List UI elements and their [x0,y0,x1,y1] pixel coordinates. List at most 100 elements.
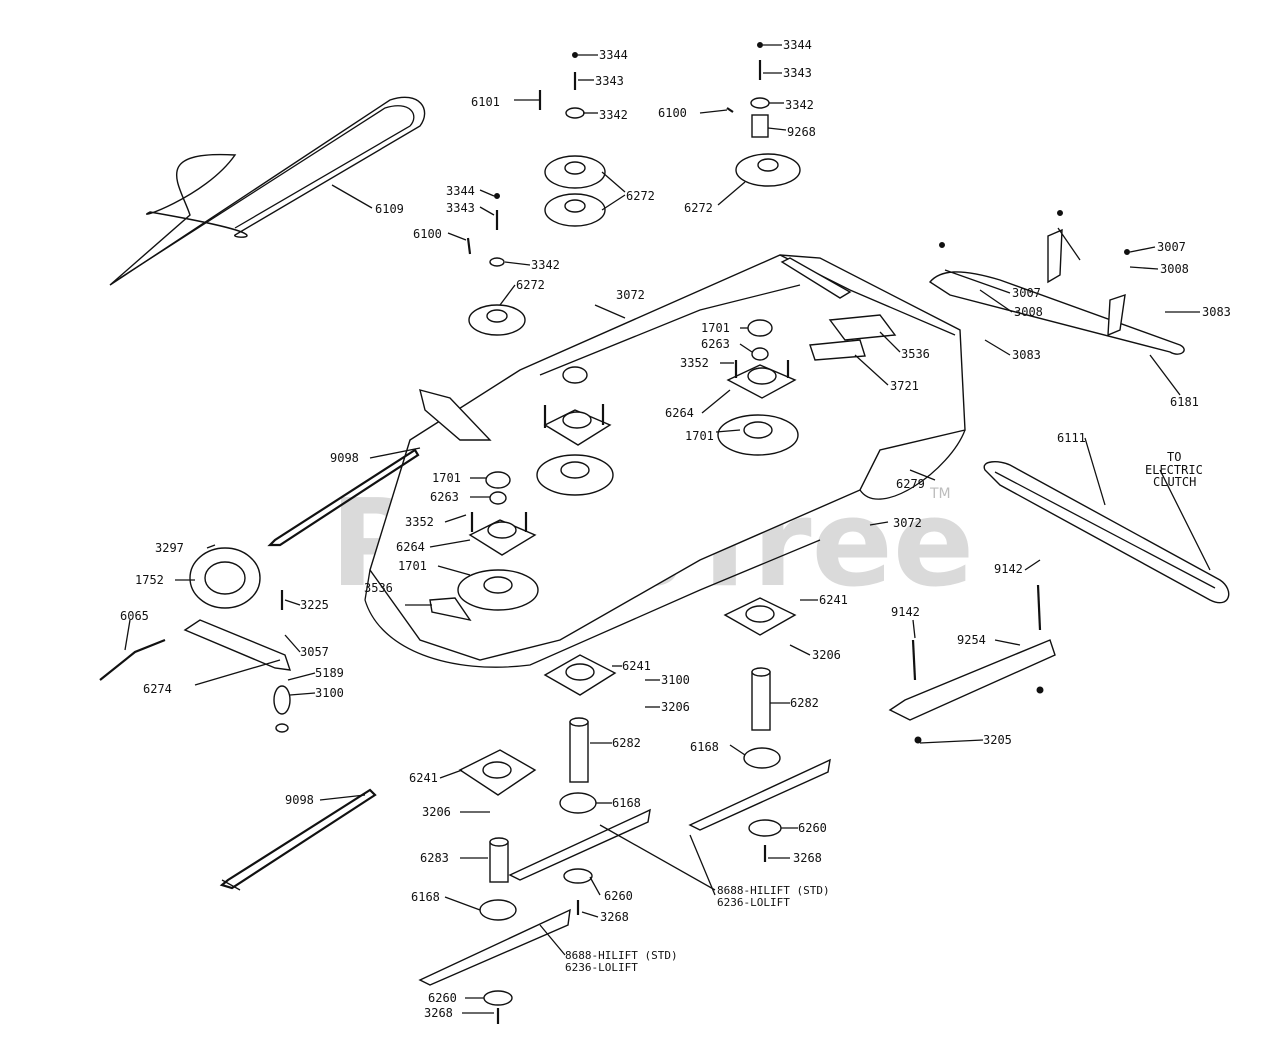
idler-arm-assembly [99,547,292,733]
label-6260-c: 6260 [428,991,457,1005]
label-6272-a: 6272 [626,189,655,203]
label-6100-a: 6100 [658,106,687,120]
label-3007-b: 3007 [1012,286,1041,300]
deck-housing [364,254,966,668]
label-3344-a: 3344 [599,48,628,62]
label-3344-b: 3344 [783,38,812,52]
label-3072-a: 3072 [616,288,645,302]
label-6065: 6065 [120,609,149,623]
label-6272-c: 6272 [516,278,545,292]
baffle-6181 [928,210,1185,355]
label-6279: 6279 [896,477,925,491]
label-6168-c: 6168 [411,890,440,904]
label-3343-c: 3343 [446,201,475,215]
label-3100-a: 3100 [315,686,344,700]
label-6241-c: 6241 [409,771,438,785]
label-blade-note-1a: 8688-HILIFT (STD) [717,884,830,897]
label-1701-d: 1701 [398,559,427,573]
label-6264-a: 6264 [665,406,694,420]
label-6264-b: 6264 [396,540,425,554]
label-3057: 3057 [300,645,329,659]
label-3268-b: 3268 [600,910,629,924]
label-9098-a: 9098 [330,451,359,465]
label-3007-a: 3007 [1157,240,1186,254]
label-3206-b: 3206 [661,700,690,714]
pulleys-6272 [468,153,801,336]
lift-rods-9098 [219,448,420,891]
label-to-clutch-line2: ELECTRIC [1145,463,1203,477]
label-6263-b: 6263 [430,490,459,504]
spindle-mounts [457,414,799,611]
label-9268: 9268 [787,125,816,139]
label-3536-a: 3536 [901,347,930,361]
label-3536-b: 3536 [364,581,393,595]
label-3008-a: 3008 [1160,262,1189,276]
label-3342-b: 3342 [785,98,814,112]
label-3268-a: 3268 [793,851,822,865]
label-6168-a: 6168 [612,796,641,810]
label-6274: 6274 [143,682,172,696]
spindle-housings [458,597,797,796]
label-to-clutch-line1: TO [1167,450,1181,464]
washers-1701-6263 [485,319,773,505]
decal-arrow-top [828,314,897,341]
label-6260-b: 6260 [604,889,633,903]
label-1752: 1752 [135,573,164,587]
label-6282-a: 6282 [790,696,819,710]
belt-6109 [109,96,426,286]
blade-adapters-6168 [479,747,781,921]
blade-washers-and-bolts [483,819,782,1024]
label-1701-c: 1701 [432,471,461,485]
decal-3721 [809,339,866,361]
label-5189: 5189 [315,666,344,680]
leader-lines [124,44,1211,1014]
label-6272-b: 6272 [684,201,713,215]
label-3343-b: 3343 [783,66,812,80]
blades [418,758,831,986]
label-6263-a: 6263 [701,337,730,351]
label-blade-note-1b: 6236-LOLIFT [717,896,790,909]
label-6111: 6111 [1057,431,1086,445]
bolts-3352 [470,360,790,532]
label-3206-c: 3206 [422,805,451,819]
label-6241-a: 6241 [819,593,848,607]
label-3083-a: 3083 [1202,305,1231,319]
label-3205: 3205 [983,733,1012,747]
part-labels: 3344 3343 6101 3342 3344 3343 6100 3342 … [120,38,1231,1020]
bearing-housings [468,364,797,556]
label-3352-b: 3352 [405,515,434,529]
label-3721: 3721 [890,379,919,393]
label-blade-note-2a: 8688-HILIFT (STD) [565,949,678,962]
belt-6111 [983,461,1230,604]
label-6241-b: 6241 [622,659,651,673]
label-3072-b: 3072 [893,516,922,530]
label-3100-b: 3100 [661,673,690,687]
label-9142-b: 9142 [891,605,920,619]
label-6282-b: 6282 [612,736,641,750]
watermark-tm: TM [929,486,951,502]
label-3008-b: 3008 [1014,305,1043,319]
label-3342-a: 3342 [599,108,628,122]
label-1701-a: 1701 [701,321,730,335]
label-6101: 6101 [471,95,500,109]
label-9142-a: 9142 [994,562,1023,576]
label-3343-a: 3343 [595,74,624,88]
label-6168-b: 6168 [690,740,719,754]
label-3206-a: 3206 [812,648,841,662]
decal-arrow-left [429,597,472,622]
label-6181: 6181 [1170,395,1199,409]
label-3352-a: 3352 [680,356,709,370]
label-6100-b: 6100 [413,227,442,241]
label-9098-b: 9098 [285,793,314,807]
label-6109: 6109 [375,202,404,216]
label-3225: 3225 [300,598,329,612]
label-1701-b: 1701 [685,429,714,443]
label-9254: 9254 [957,633,986,647]
hardware-stacks [466,42,770,267]
label-3342-c: 3342 [531,258,560,272]
label-to-clutch-line3: CLUTCH [1153,475,1196,489]
spindle-shafts [489,667,771,883]
label-6283: 6283 [420,851,449,865]
label-3083-b: 3083 [1012,348,1041,362]
